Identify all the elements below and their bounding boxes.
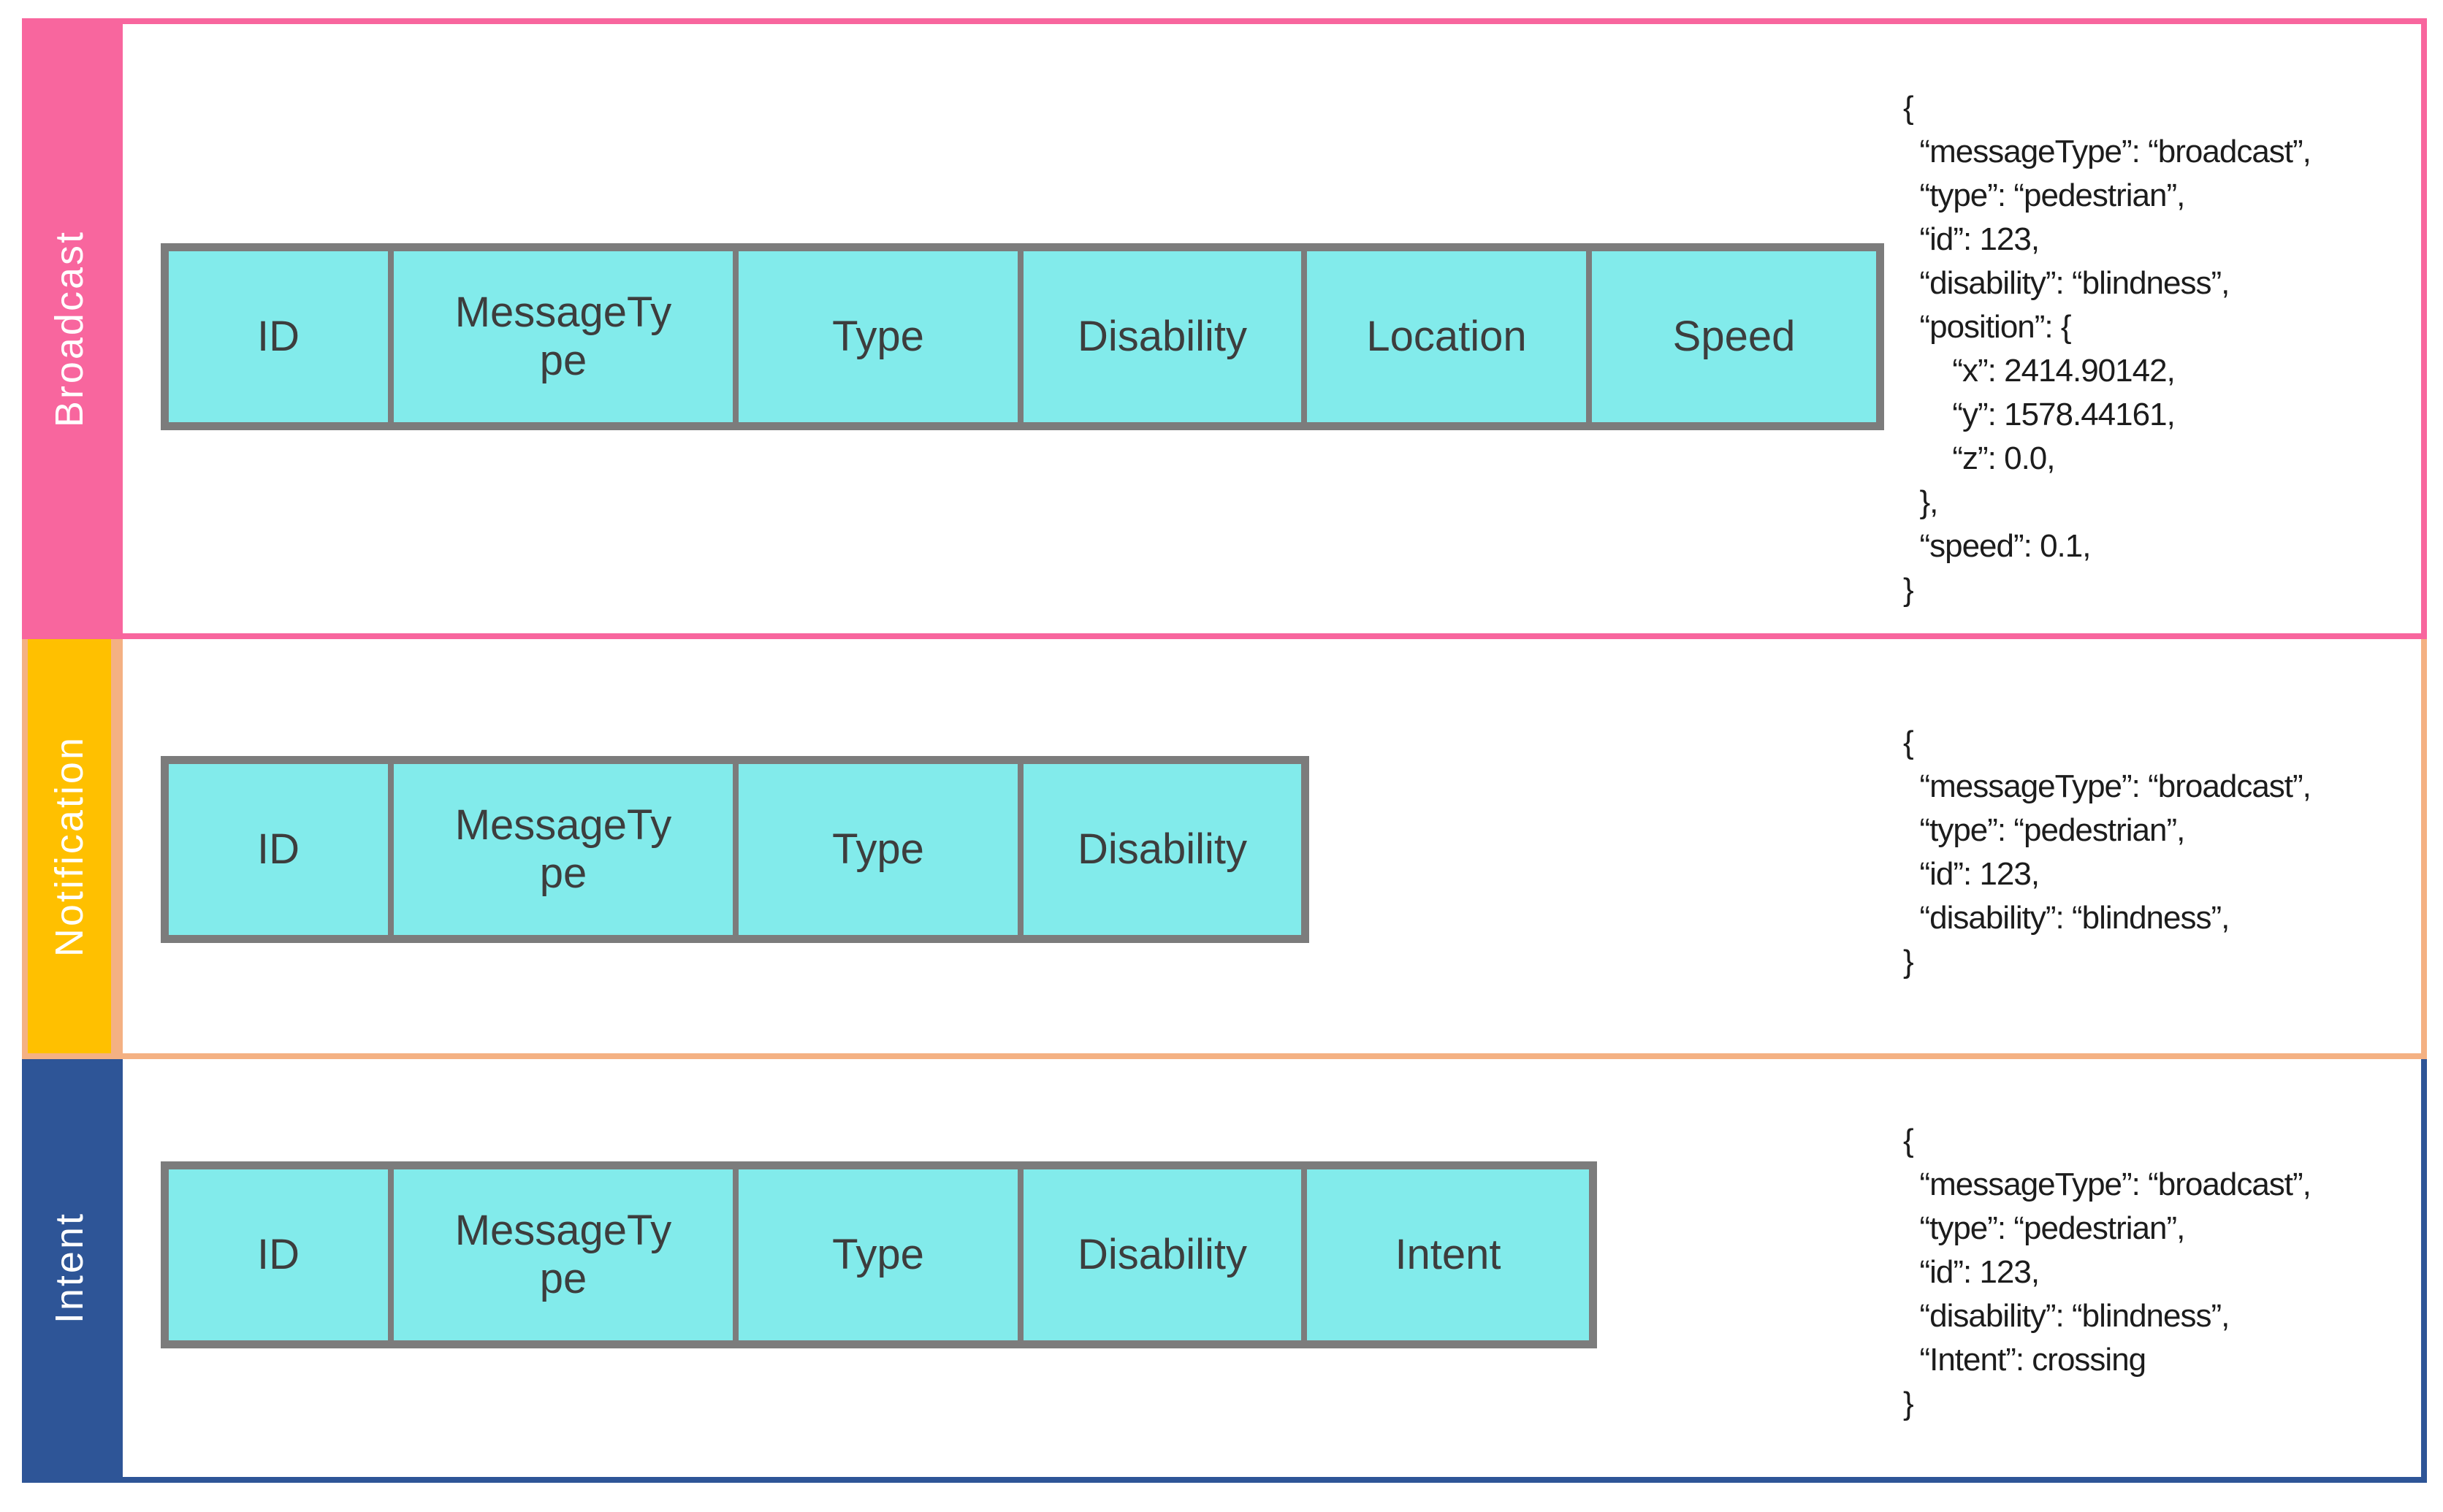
broadcast-field-speed: Speed — [1589, 248, 1879, 425]
intent-field-messagetype: MessageType — [391, 1167, 736, 1343]
broadcast-field-disability: Disability — [1021, 248, 1304, 425]
broadcast-field-messagetype: MessageType — [391, 248, 736, 425]
notification-panel: ID MessageType Type Disability { “messag… — [117, 633, 2427, 1059]
intent-json-example: { “messageType”: “broadcast”, “type”: “p… — [1903, 1123, 2311, 1421]
broadcast-field-type: Type — [736, 248, 1021, 425]
broadcast-panel: ID MessageType Type Disability Location … — [117, 18, 2427, 639]
broadcast-section: Broadcast ID MessageType Type Disability… — [22, 18, 2427, 639]
notification-field-row: ID MessageType Type Disability — [161, 756, 1309, 943]
intent-panel: ID MessageType Type Disability Intent { … — [117, 1053, 2427, 1483]
broadcast-section-label: Broadcast — [47, 229, 91, 428]
notification-field-type: Type — [736, 761, 1021, 938]
intent-section-label: Intent — [47, 1212, 91, 1324]
broadcast-field-row: ID MessageType Type Disability Location … — [161, 243, 1884, 430]
intent-sidebar: Intent — [22, 1053, 117, 1483]
intent-field-disability: Disability — [1021, 1167, 1304, 1343]
notification-json-example: { “messageType”: “broadcast”, “type”: “p… — [1903, 725, 2311, 980]
notification-field-disability: Disability — [1021, 761, 1304, 938]
broadcast-field-location: Location — [1304, 248, 1589, 425]
intent-field-intent: Intent — [1304, 1167, 1592, 1343]
intent-field-id: ID — [166, 1167, 391, 1343]
broadcast-field-id: ID — [166, 248, 391, 425]
notification-field-messagetype: MessageType — [391, 761, 736, 938]
notification-sidebar: Notification — [22, 633, 117, 1059]
intent-field-row: ID MessageType Type Disability Intent — [161, 1161, 1597, 1348]
notification-section-label: Notification — [47, 735, 91, 958]
notification-field-id: ID — [166, 761, 391, 938]
intent-section: Intent ID MessageType Type Disability In… — [22, 1053, 2427, 1483]
notification-section: Notification ID MessageType Type Disabil… — [22, 633, 2427, 1059]
broadcast-sidebar: Broadcast — [22, 18, 117, 639]
intent-field-type: Type — [736, 1167, 1021, 1343]
broadcast-json-example: { “messageType”: “broadcast”, “type”: “p… — [1903, 90, 2311, 608]
